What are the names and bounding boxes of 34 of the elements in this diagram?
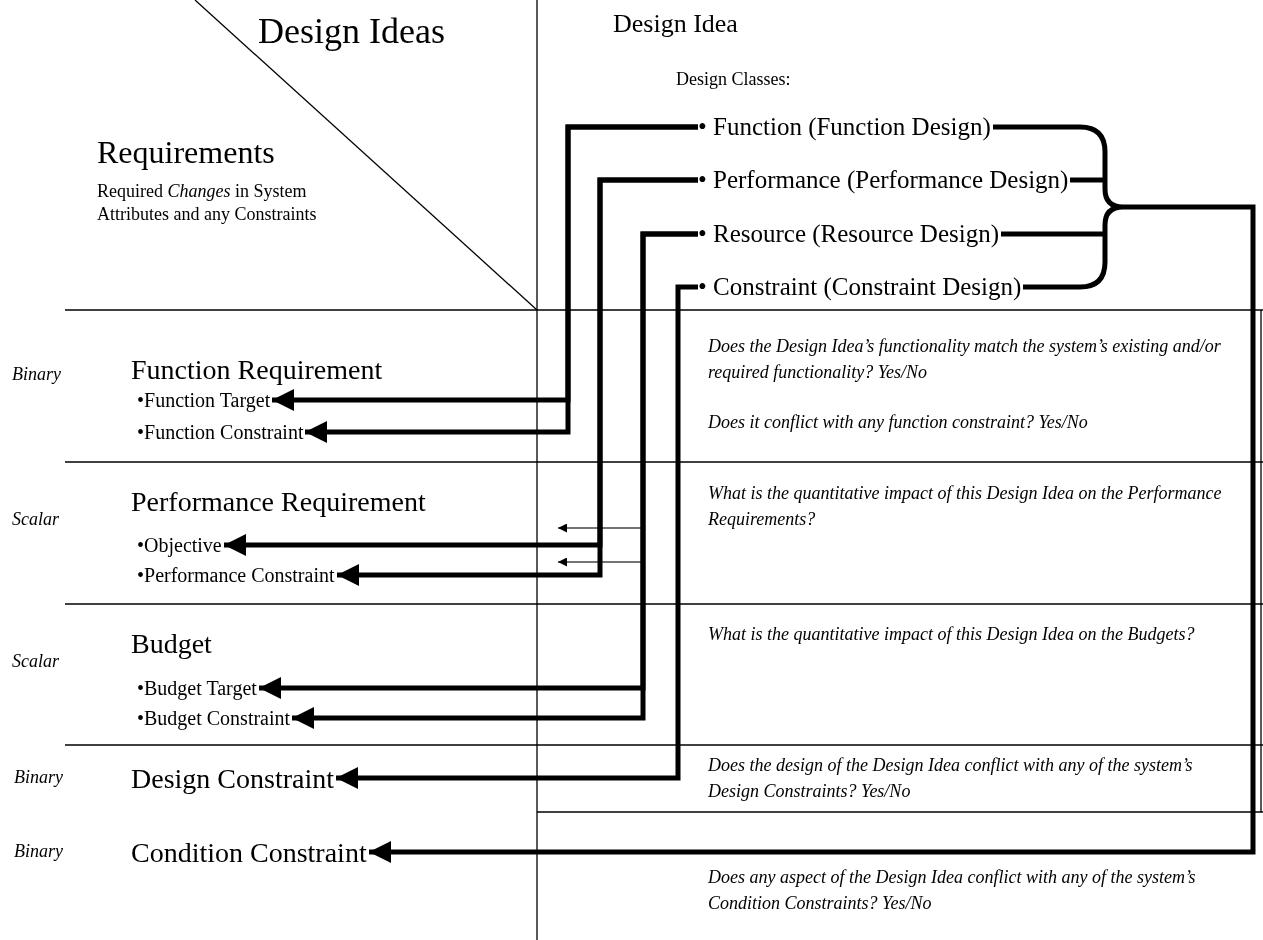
design-class-item: • Resource (Resource Design) bbox=[698, 219, 999, 249]
requirement-item: •Function Target bbox=[137, 387, 271, 413]
question-text: Does the Design Idea’s functionality match the system’s existing and/or required functionality? Yes/No bbox=[708, 335, 1222, 385]
scale-type-label: Scalar bbox=[12, 650, 60, 673]
requirement-item: •Budget Constraint bbox=[137, 705, 291, 731]
row-heading: Performance Requirement bbox=[131, 485, 427, 519]
design-class-item: • Constraint (Constraint Design) bbox=[698, 272, 1022, 302]
bracket-arrow bbox=[366, 124, 1256, 863]
question-text: Does the design of the Design Idea conflict with any of the system’s Design Constraints? Yes/No bbox=[708, 754, 1194, 804]
row-heading: Function Requirement bbox=[131, 353, 384, 387]
requirement-item: •Budget Target bbox=[137, 675, 257, 701]
requirement-item: •Function Constraint bbox=[137, 419, 304, 445]
requirement-heading: Design Constraint bbox=[131, 760, 334, 796]
scale-type-label: Scalar bbox=[12, 508, 60, 531]
row-heading: Budget bbox=[131, 627, 213, 661]
arrow bbox=[305, 124, 698, 443]
requirement-heading: Condition Constraint bbox=[131, 834, 367, 870]
requirement-item: •Objective bbox=[137, 532, 222, 558]
subheading: Design Classes: bbox=[676, 68, 792, 91]
column-heading: Design Idea bbox=[613, 8, 739, 40]
scale-type-label: Binary bbox=[12, 363, 62, 386]
question-text: What is the quantitative impact of this Design Idea on the Budgets? bbox=[708, 623, 1196, 646]
question-text: Does it conflict with any function constraint? Yes/No bbox=[708, 411, 1089, 434]
scale-type-label: Binary bbox=[14, 766, 64, 789]
scale-type-label: Binary bbox=[14, 840, 64, 863]
arrow bbox=[336, 284, 698, 789]
description-text: Required Changes in System Attributes and any Constraints bbox=[97, 180, 318, 227]
arrow bbox=[337, 177, 698, 586]
question-text: Does any aspect of the Design Idea conflict with any of the system’s Condition Constraints? Yes/No bbox=[708, 866, 1197, 916]
row-heading: Requirements bbox=[97, 133, 276, 172]
design-class-item: • Performance (Performance Design) bbox=[698, 165, 1069, 195]
requirement-item: •Performance Constraint bbox=[137, 562, 335, 588]
question-text: What is the quantitative impact of this Design Idea on the Performance Requirements? bbox=[708, 482, 1223, 532]
design-class-item: • Function (Function Design) bbox=[698, 112, 991, 142]
